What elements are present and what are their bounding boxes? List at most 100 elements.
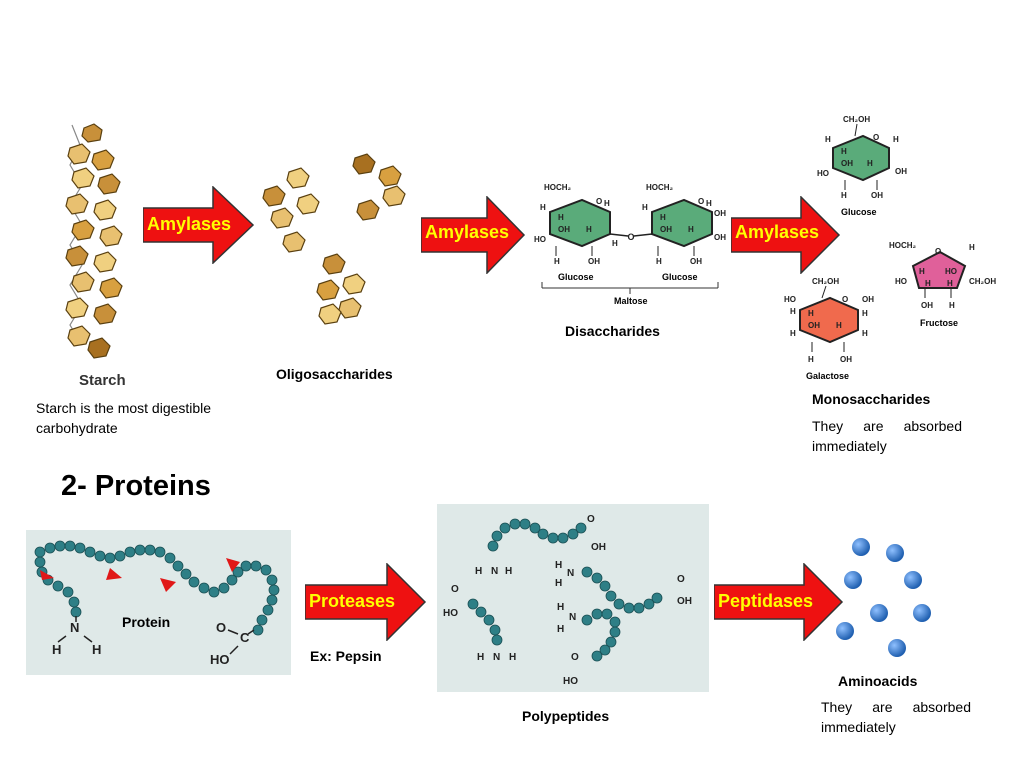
svg-text:HO: HO bbox=[534, 235, 546, 244]
svg-text:OH: OH bbox=[840, 355, 852, 364]
svg-text:H: H bbox=[862, 329, 868, 338]
maltose-structure: O HOCH₂ HOCH₂ O O H H H H H H OH OH H H … bbox=[530, 176, 730, 316]
svg-text:H: H bbox=[92, 642, 101, 657]
aminoacids-note: They are absorbed immediately bbox=[821, 699, 971, 735]
oligosaccharides-illustration bbox=[255, 150, 425, 340]
maltose-glucose-right-label: Glucose bbox=[662, 272, 698, 282]
svg-text:H: H bbox=[558, 213, 564, 222]
svg-text:H: H bbox=[867, 159, 873, 168]
svg-text:H: H bbox=[790, 307, 796, 316]
svg-text:H: H bbox=[554, 257, 560, 266]
svg-text:OH: OH bbox=[895, 167, 907, 176]
svg-text:H: H bbox=[604, 199, 610, 208]
glucose-label: Glucose bbox=[841, 207, 877, 217]
svg-text:H: H bbox=[540, 203, 546, 212]
svg-text:O: O bbox=[451, 584, 459, 595]
amylases-arrow-2: Amylases bbox=[421, 196, 526, 274]
svg-text:H: H bbox=[841, 147, 847, 156]
amylases-arrow-1: Amylases bbox=[143, 186, 255, 264]
svg-text:HO: HO bbox=[563, 676, 578, 687]
fructose-structure: HOCH₂ O H H HO H H CH₂OH HO OH H Fructos… bbox=[885, 236, 1010, 336]
svg-text:H: H bbox=[969, 243, 975, 252]
svg-text:N: N bbox=[491, 566, 498, 577]
fructose-label: Fructose bbox=[920, 318, 959, 328]
svg-text:HO: HO bbox=[817, 169, 829, 178]
svg-text:N: N bbox=[70, 620, 79, 635]
svg-text:H: H bbox=[52, 642, 61, 657]
svg-text:OH: OH bbox=[921, 301, 933, 310]
svg-text:HOCH₂: HOCH₂ bbox=[544, 183, 572, 192]
svg-text:H: H bbox=[925, 279, 931, 288]
svg-text:O: O bbox=[873, 133, 879, 142]
svg-text:H: H bbox=[475, 566, 482, 577]
peptidases-arrow: Peptidases bbox=[714, 563, 844, 641]
proteins-heading: 2- Proteins bbox=[61, 470, 211, 502]
svg-text:H: H bbox=[509, 652, 516, 663]
svg-text:OH: OH bbox=[588, 257, 600, 266]
svg-text:C: C bbox=[240, 630, 250, 645]
amylases-arrow-3: Amylases bbox=[731, 196, 841, 274]
maltose-label: Maltose bbox=[614, 296, 648, 306]
svg-text:OH: OH bbox=[871, 191, 883, 200]
galactose-structure: CH₂OH O HO OH H H OH H H H H H OH Galact… bbox=[782, 274, 882, 384]
svg-text:H: H bbox=[706, 199, 712, 208]
svg-text:H: H bbox=[688, 225, 694, 234]
svg-text:H: H bbox=[808, 355, 814, 364]
amylases-label-2: Amylases bbox=[425, 222, 510, 242]
aminoacids-illustration bbox=[835, 535, 935, 665]
protein-label: Protein bbox=[122, 614, 171, 630]
svg-text:H: H bbox=[557, 624, 564, 635]
svg-text:N: N bbox=[493, 652, 500, 663]
svg-text:O: O bbox=[698, 197, 704, 206]
svg-text:H: H bbox=[557, 602, 564, 613]
svg-text:H: H bbox=[949, 301, 955, 310]
svg-text:H: H bbox=[586, 225, 592, 234]
svg-text:OH: OH bbox=[862, 295, 874, 304]
svg-text:N: N bbox=[567, 568, 574, 579]
svg-text:HO: HO bbox=[784, 295, 796, 304]
monosaccharides-label: Monosaccharides bbox=[812, 391, 931, 407]
maltose-glucose-left-label: Glucose bbox=[558, 272, 594, 282]
svg-text:HOCH₂: HOCH₂ bbox=[889, 241, 917, 250]
starch-illustration bbox=[60, 120, 140, 370]
glucose-structure: CH₂OH O H H H OH H HO OH H OH Glucose bbox=[815, 112, 915, 222]
galactose-label: Galactose bbox=[806, 371, 850, 381]
svg-text:HOCH₂: HOCH₂ bbox=[646, 183, 674, 192]
oligosaccharides-label: Oligosaccharides bbox=[276, 366, 393, 382]
svg-text:H: H bbox=[862, 309, 868, 318]
svg-text:OH: OH bbox=[714, 209, 726, 218]
svg-text:O: O bbox=[587, 514, 595, 525]
svg-text:HO: HO bbox=[443, 608, 458, 619]
svg-text:H: H bbox=[841, 191, 847, 200]
svg-text:HO: HO bbox=[945, 267, 957, 276]
svg-text:OH: OH bbox=[591, 542, 606, 553]
monosaccharides-note: They are absorbed immediately bbox=[812, 418, 962, 454]
svg-text:H: H bbox=[612, 239, 618, 248]
svg-text:H: H bbox=[660, 213, 666, 222]
svg-text:N: N bbox=[569, 612, 576, 623]
proteases-arrow: Proteases bbox=[305, 563, 427, 641]
svg-text:O: O bbox=[842, 295, 848, 304]
svg-text:H: H bbox=[656, 257, 662, 266]
svg-text:OH: OH bbox=[677, 596, 692, 607]
svg-text:H: H bbox=[555, 578, 562, 589]
svg-text:H: H bbox=[836, 321, 842, 330]
svg-text:HO: HO bbox=[210, 652, 230, 667]
svg-text:CH₂OH: CH₂OH bbox=[812, 277, 839, 286]
svg-text:H: H bbox=[808, 309, 814, 318]
peptidases-label: Peptidases bbox=[718, 591, 814, 611]
svg-text:H: H bbox=[555, 560, 562, 571]
svg-text:O: O bbox=[627, 232, 634, 242]
svg-text:H: H bbox=[642, 203, 648, 212]
svg-text:H: H bbox=[893, 135, 899, 144]
svg-text:O: O bbox=[216, 620, 226, 635]
svg-text:O: O bbox=[596, 197, 602, 206]
protein-panel: N H H O C HO Protein bbox=[26, 530, 291, 675]
svg-text:CH₂OH: CH₂OH bbox=[843, 115, 870, 124]
svg-text:OH: OH bbox=[714, 233, 726, 242]
amylases-label-1: Amylases bbox=[147, 214, 232, 234]
svg-text:HO: HO bbox=[895, 277, 907, 286]
svg-text:OH: OH bbox=[558, 225, 570, 234]
svg-text:O: O bbox=[935, 247, 941, 256]
svg-text:O: O bbox=[571, 652, 579, 663]
